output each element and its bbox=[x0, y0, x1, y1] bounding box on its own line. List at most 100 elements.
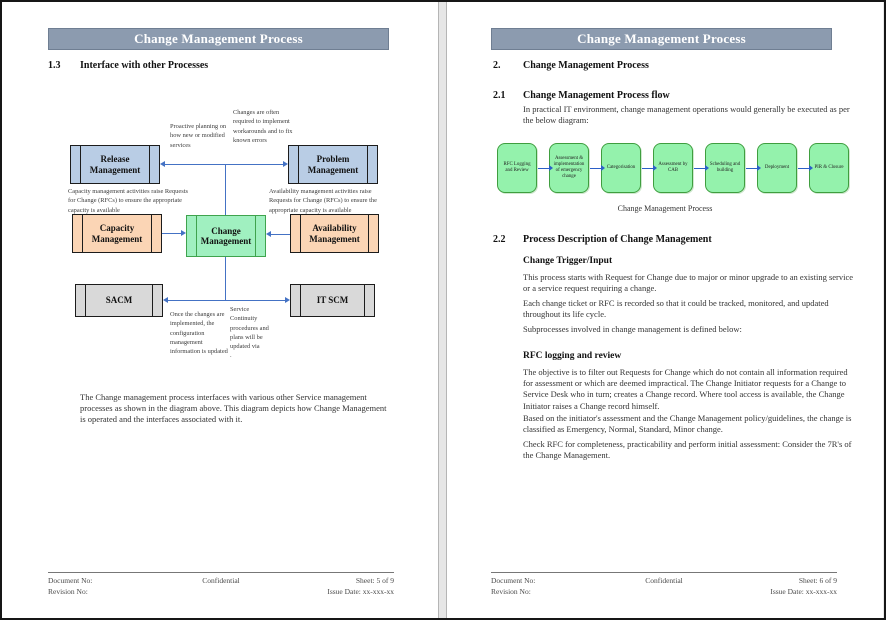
section-number: 1.3 bbox=[48, 60, 61, 71]
footer-revision-no: Revision No: bbox=[48, 586, 88, 596]
box-label: Problem Management bbox=[307, 154, 359, 175]
footer-document-no: Document No: bbox=[491, 576, 536, 585]
trigger-paragraph-3: Subprocesses involved in change manageme… bbox=[523, 324, 742, 334]
process-flow-diagram: RFC Logging and Review Assessment & impl… bbox=[497, 140, 849, 196]
box-left-bar bbox=[300, 285, 301, 316]
footer-sheet: Sheet: 5 of 9 bbox=[355, 576, 394, 585]
box-right-bar bbox=[367, 146, 368, 183]
page-footer: Document No: Revision No: Confidential S… bbox=[48, 572, 394, 598]
connector-sacm-itscm bbox=[168, 300, 285, 301]
box-availability-management: Availability Management bbox=[290, 214, 379, 253]
box-right-bar bbox=[255, 216, 256, 256]
box-release-management: Release Management bbox=[70, 145, 160, 184]
page-footer: Document No: Revision No: Confidential S… bbox=[491, 572, 837, 598]
flow-arrow-icon bbox=[797, 164, 813, 171]
annotation-sacm-note: Once the changes are implemented, the co… bbox=[170, 311, 228, 356]
box-right-bar bbox=[152, 285, 153, 316]
page-6: Change Management Process 2. Change Mana… bbox=[447, 2, 883, 618]
arrowhead-to-change-left bbox=[181, 230, 186, 236]
connector-release-problem bbox=[165, 164, 283, 165]
flow-step-pir-closure: PIR & Closure bbox=[809, 143, 849, 193]
arrowhead-to-problem bbox=[283, 161, 288, 167]
box-left-bar bbox=[82, 215, 83, 252]
footer-left: Document No: Revision No: bbox=[48, 576, 202, 598]
flow-step-deployment: Deployment bbox=[757, 143, 797, 193]
flow-step-emergency-assessment: Assessment & implementation of emergency… bbox=[549, 143, 589, 193]
box-change-management: Change Management bbox=[186, 215, 266, 257]
trigger-paragraph-1: This process starts with Request for Cha… bbox=[523, 272, 854, 294]
connector-change-to-bottom bbox=[225, 257, 226, 301]
page-divider bbox=[438, 2, 447, 618]
box-problem-management: Problem Management bbox=[288, 145, 378, 184]
box-right-bar bbox=[149, 146, 150, 183]
box-label: Availability Management bbox=[309, 223, 360, 244]
connector-top-to-change bbox=[225, 164, 226, 215]
box-left-bar bbox=[85, 285, 86, 316]
footer-right: Sheet: 6 of 9 Issue Date: xx-xxx-xx bbox=[683, 576, 837, 598]
arrowhead-to-sacm bbox=[163, 297, 168, 303]
flow-arrow-icon bbox=[641, 164, 657, 171]
box-left-bar bbox=[298, 146, 299, 183]
arrowhead-to-itscm bbox=[285, 297, 290, 303]
box-left-bar bbox=[80, 146, 81, 183]
section-title: Change Management Process bbox=[523, 60, 649, 71]
flow-step-rfc-logging: RFC Logging and Review bbox=[497, 143, 537, 193]
page-title-banner: Change Management Process bbox=[48, 28, 389, 50]
flow-caption: Change Management Process bbox=[617, 204, 713, 213]
rfc-paragraph-2: Based on the initiator's assessment and … bbox=[523, 413, 852, 435]
flow-arrow-icon bbox=[537, 164, 553, 171]
box-right-bar bbox=[364, 285, 365, 316]
box-label: IT SCM bbox=[316, 295, 349, 306]
subsection-title: Change Management Process flow bbox=[523, 90, 670, 101]
trigger-paragraph-2: Each change ticket or RFC is recorded so… bbox=[523, 298, 829, 320]
page-5: Change Management Process 1.3 Interface … bbox=[2, 2, 438, 618]
subsection-number: 2.2 bbox=[493, 234, 506, 245]
flow-arrow-icon bbox=[745, 164, 761, 171]
box-label: Release Management bbox=[89, 154, 141, 175]
annotation-availability-note: Availability management activities raise… bbox=[269, 188, 377, 214]
annotation-proactive-planning: Proactive planning on how new or modifie… bbox=[170, 123, 227, 149]
rfc-paragraph-1: The objective is to filter out Requests … bbox=[523, 367, 848, 411]
subsection-number: 2.1 bbox=[493, 90, 506, 101]
annotation-changes-required: Changes are often required to implement … bbox=[233, 109, 293, 144]
flow-intro-paragraph: In practical IT environment, change mana… bbox=[523, 104, 850, 126]
connector-availability-to-change bbox=[271, 234, 290, 235]
box-left-bar bbox=[300, 215, 301, 252]
arrowhead-to-release bbox=[160, 161, 165, 167]
box-right-bar bbox=[151, 215, 152, 252]
subsection-title: Process Description of Change Management bbox=[523, 234, 712, 245]
box-label: Change Management bbox=[200, 225, 252, 246]
box-label: Capacity Management bbox=[91, 223, 143, 244]
annotation-capacity-note: Capacity management activities raise Req… bbox=[68, 188, 188, 214]
change-trigger-heading: Change Trigger/Input bbox=[523, 256, 613, 266]
section-number: 2. bbox=[493, 60, 501, 71]
box-it-scm: IT SCM bbox=[290, 284, 375, 317]
footer-issue-date: Issue Date: xx-xxx-xx bbox=[327, 586, 394, 596]
box-sacm: SACM bbox=[75, 284, 163, 317]
arrowhead-to-change-right bbox=[266, 231, 271, 237]
flow-step-assessment-cab: Assessment by CAB bbox=[653, 143, 693, 193]
footer-left: Document No: Revision No: bbox=[491, 576, 645, 598]
rfc-paragraph-3: Check RFC for completeness, practicabili… bbox=[523, 439, 852, 461]
section-title: Interface with other Processes bbox=[80, 60, 209, 71]
footer-document-no: Document No: bbox=[48, 576, 93, 585]
connector-capacity-to-change bbox=[162, 233, 182, 234]
footer-sheet: Sheet: 6 of 9 bbox=[798, 576, 837, 585]
footer-issue-date: Issue Date: xx-xxx-xx bbox=[770, 586, 837, 596]
flow-step-scheduling: Scheduling and building bbox=[705, 143, 745, 193]
page-title-banner: Change Management Process bbox=[491, 28, 832, 50]
box-left-bar bbox=[196, 216, 197, 256]
footer-revision-no: Revision No: bbox=[491, 586, 531, 596]
box-capacity-management: Capacity Management bbox=[72, 214, 162, 253]
rfc-logging-heading: RFC logging and review bbox=[523, 351, 622, 361]
footer-confidential: Confidential bbox=[645, 576, 683, 585]
footer-confidential: Confidential bbox=[202, 576, 240, 585]
box-label: SACM bbox=[105, 295, 133, 306]
flow-step-categorisation: Categorisation bbox=[601, 143, 641, 193]
footer-right: Sheet: 5 of 9 Issue Date: xx-xxx-xx bbox=[240, 576, 394, 598]
box-right-bar bbox=[368, 215, 369, 252]
diagram-description-paragraph: The Change management process interfaces… bbox=[80, 392, 387, 425]
flow-arrow-icon bbox=[693, 164, 709, 171]
annotation-itscm-note: Service Continuity procedures and plans … bbox=[230, 306, 269, 360]
